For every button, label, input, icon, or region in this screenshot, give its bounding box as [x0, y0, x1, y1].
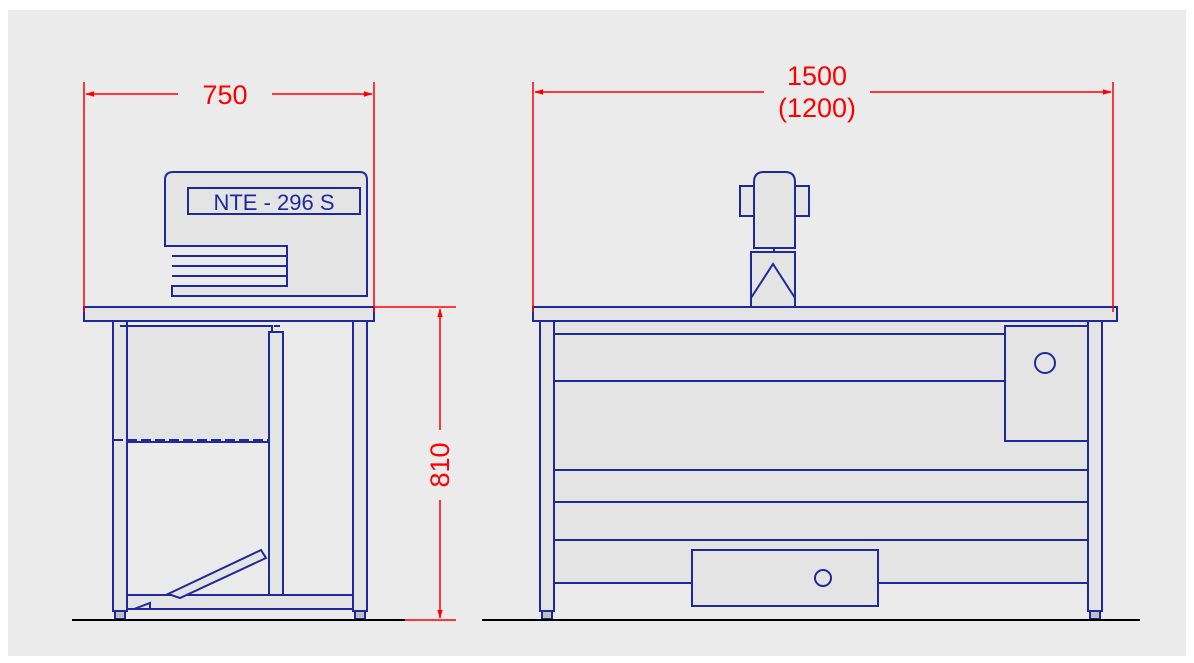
dim-1200-label: (1200) [778, 93, 856, 123]
side-inner-post [268, 331, 284, 598]
dimensions [83, 82, 1114, 621]
side-bottom-rail [126, 594, 354, 610]
front-table-top [532, 306, 1118, 322]
front-rail-middle [553, 380, 1089, 471]
dim-750-label: 750 [202, 80, 247, 110]
side-view [83, 171, 375, 620]
front-leg-left [539, 320, 555, 612]
dim-1500-label: 1500 [787, 61, 847, 91]
front-rail-lower-2 [553, 501, 1089, 541]
dim-810-label: 810 [425, 442, 455, 487]
front-head-handle-left [739, 185, 755, 217]
drawer-knob-icon [814, 569, 832, 587]
front-foot-left [541, 610, 553, 620]
side-foot-right [354, 610, 366, 620]
front-rail-top [553, 320, 1089, 382]
front-drawer [691, 549, 879, 607]
front-view [532, 171, 1118, 620]
front-rail-lower [553, 469, 1089, 503]
front-head-base [750, 251, 796, 308]
machine-label-box [187, 187, 361, 215]
side-leg-left [112, 320, 128, 612]
front-head-foot [750, 262, 796, 299]
front-foot-right [1089, 610, 1101, 620]
front-control-box [1004, 325, 1089, 442]
foot-pedal-base [133, 601, 151, 610]
front-head-body [753, 171, 796, 249]
side-panel [126, 325, 273, 443]
side-leg-right [352, 320, 368, 612]
side-table-top [83, 306, 375, 322]
front-leg-right [1087, 320, 1103, 612]
foot-pedal [165, 548, 268, 600]
machine-label: NTE - 296 S [213, 190, 334, 215]
front-head-handle-right [794, 185, 810, 217]
side-foot-left [114, 610, 126, 620]
control-box-knob-icon [1034, 352, 1056, 374]
